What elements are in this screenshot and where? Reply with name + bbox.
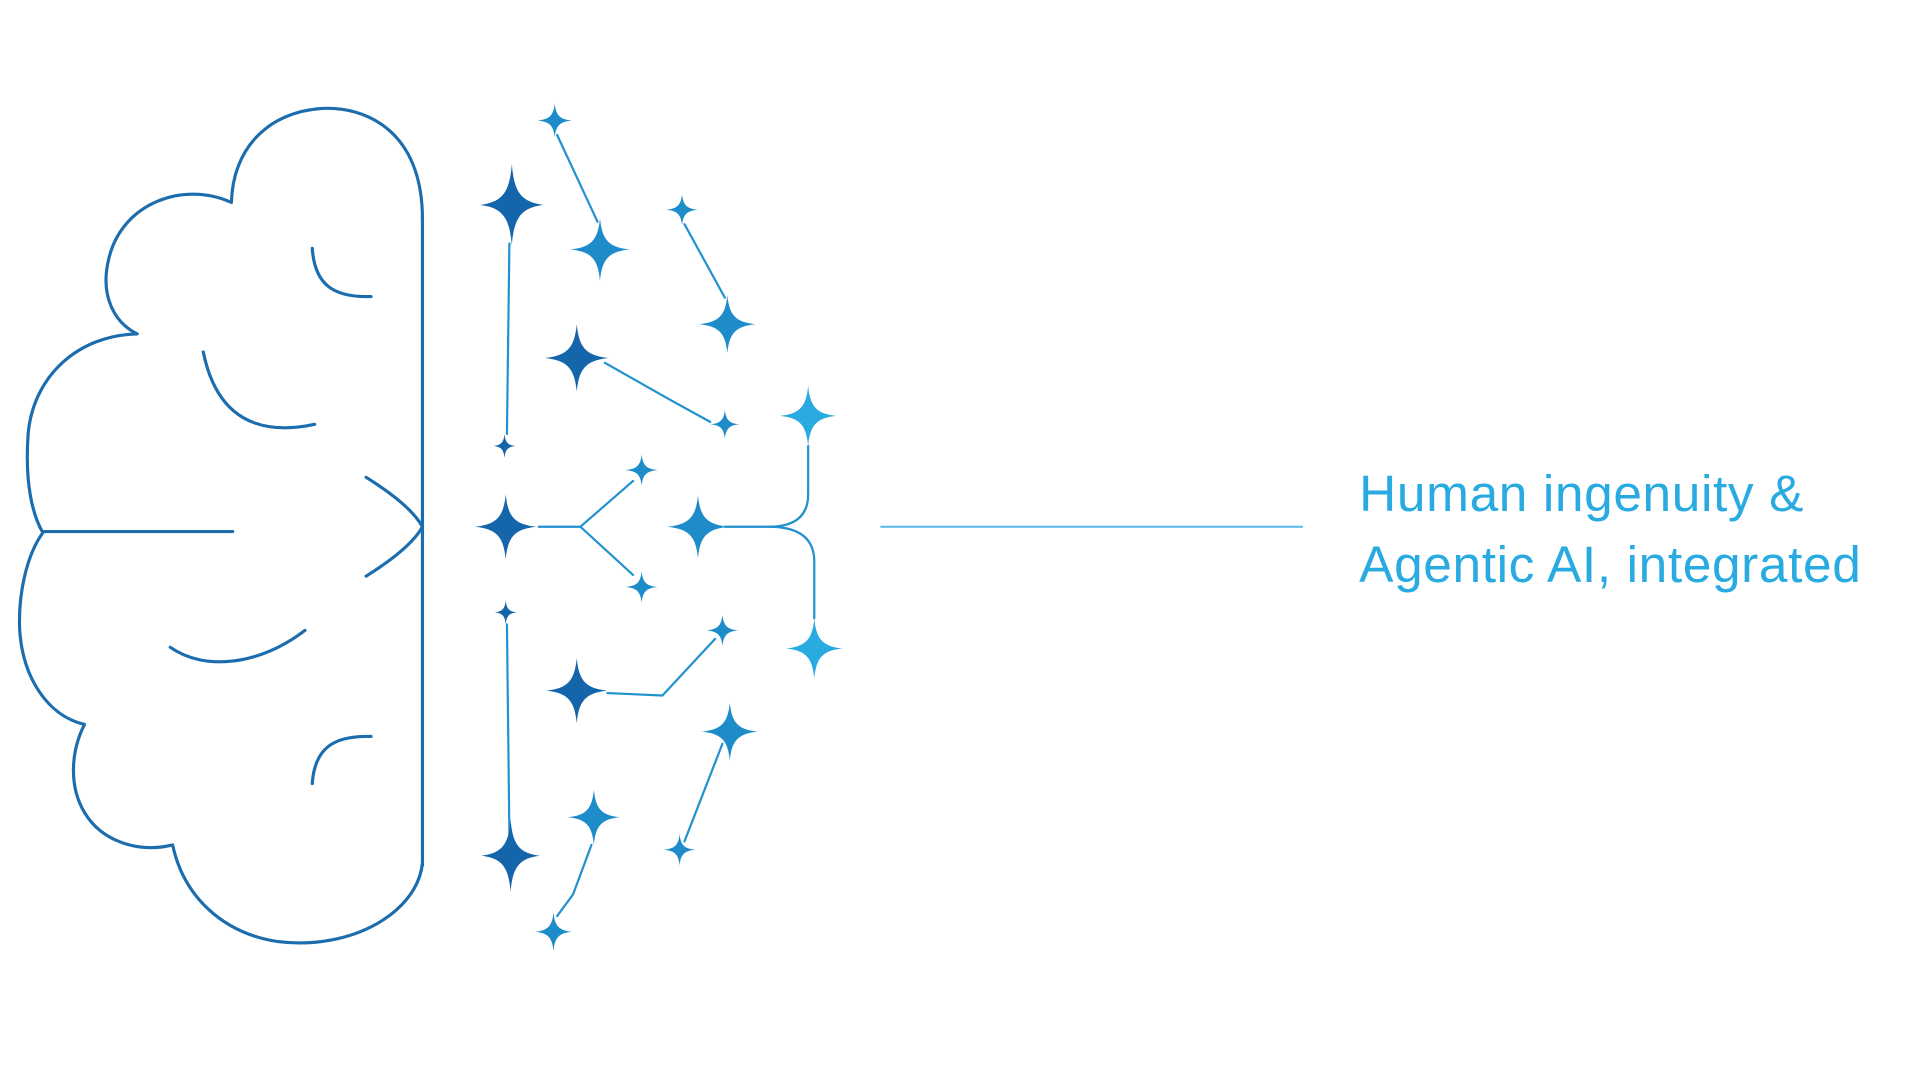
brain-outline [17,106,425,945]
sparkle-star [667,495,729,559]
sparkle-star [786,618,843,679]
network-line [505,242,511,436]
network-line [505,623,511,836]
sparkle-star [537,103,572,138]
sparkle-star [493,433,516,459]
brain-fold-upper [201,350,317,430]
sparkle-star [535,912,572,952]
network-line [603,361,712,423]
sparkle-star [701,702,758,761]
sparkle-star [625,454,658,486]
sparkle-star [570,218,630,281]
sparkle-star [710,409,740,439]
sparkle-network-icon [475,103,843,952]
tagline-line2: Agentic AI, integrated [1359,537,1861,594]
network-line [579,525,635,577]
sparkle-star [780,385,837,446]
sparkle-star [699,295,756,354]
sparkle-star [568,789,620,845]
sparkle-star [480,163,544,246]
sparkle-star [666,194,698,226]
network-line [767,444,810,528]
brain-icon [17,106,425,945]
sparkle-star [663,834,696,866]
brain-fold-chevron [364,475,425,578]
sparkle-star [494,600,517,625]
network-line [579,479,635,528]
network-line [556,843,593,918]
brain-fold-top [310,246,373,299]
brain-fold-lower [168,628,307,664]
sparkle-star [544,324,609,392]
tagline-line1: Human ingenuity & [1359,465,1804,522]
sparkle-star [481,819,540,892]
sparkle-star [546,658,608,724]
sparkle-star [475,494,537,560]
network-line [556,133,599,223]
network-line [606,637,717,697]
sparkle-star [625,571,658,603]
network-line [767,525,816,620]
brain-fold-bottom [310,734,373,786]
network-line [683,742,724,843]
network-line [683,223,726,299]
